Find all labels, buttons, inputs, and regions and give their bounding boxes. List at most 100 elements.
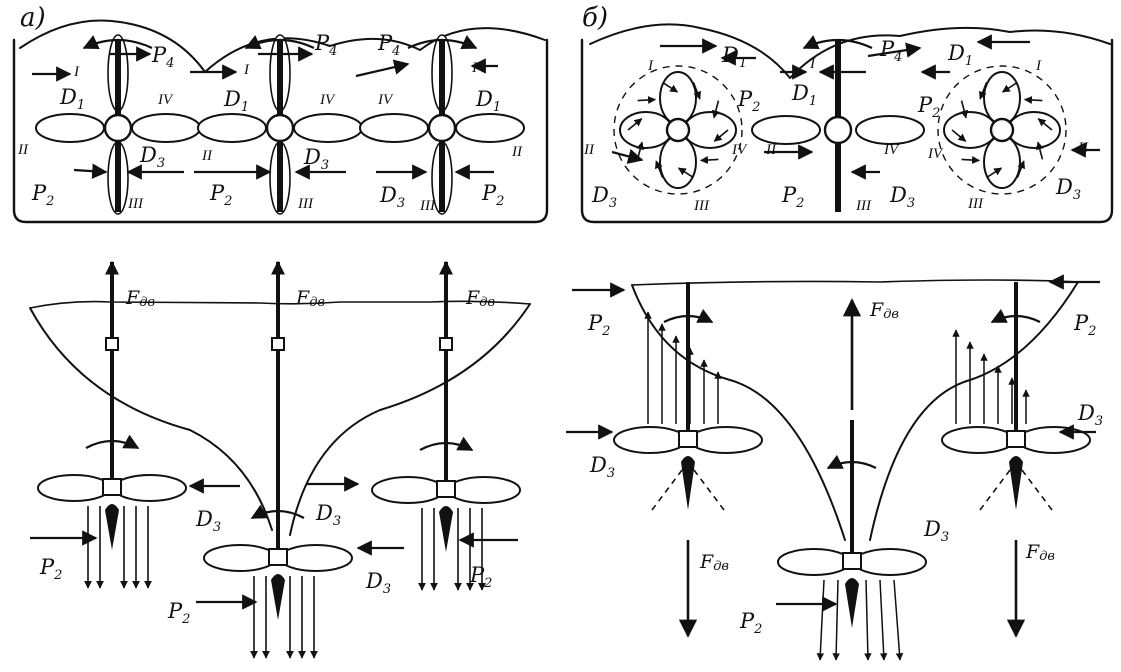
rotation-arrow-icon <box>826 454 877 469</box>
p4-label-3: P4 <box>377 31 400 59</box>
force-label-b1: Fдв <box>699 551 729 574</box>
jet-icon <box>1009 456 1023 510</box>
d3-label-b3: D3 <box>1055 175 1081 203</box>
zone-III-label: III <box>127 196 144 212</box>
zone-III-label-2: III <box>297 196 314 212</box>
panel-label-b: б) <box>582 3 608 33</box>
arrow-icon <box>951 129 967 142</box>
force-label-b2: Fдв <box>869 299 899 322</box>
force-label-b3: Fдв <box>1025 541 1055 564</box>
p2-label-b2: P2 <box>781 183 804 211</box>
labels-bottom-b: P2 D3 Fдв Fдв P2 D3 Fдв P2 D3 <box>587 299 1103 637</box>
propeller-blade <box>613 426 687 454</box>
propeller-hub <box>436 480 456 498</box>
p2-label-b: P2 <box>737 87 760 115</box>
d3-label-bb3: D3 <box>1077 401 1103 429</box>
propeller-blade <box>659 71 697 125</box>
p2-label-ba2: P2 <box>167 599 190 627</box>
arrow-icon <box>961 156 981 164</box>
jet-icon <box>105 504 119 550</box>
zone-I-label-2: I <box>243 62 250 78</box>
arrow-icon <box>1035 141 1044 160</box>
labels-top-b: I D1 P2 II IV D3 III I P4 D1 II IV P2 II… <box>583 37 1089 214</box>
d1-label: D1 <box>59 85 85 113</box>
force-label-2: Fдв <box>295 287 325 310</box>
zone-III-label-b: III <box>693 198 710 214</box>
zone-IV-label-b3: IV <box>927 146 944 162</box>
rotation-arrow-icon <box>419 436 474 451</box>
zone-IV-label-b2: IV <box>883 142 900 158</box>
arrow-icon <box>978 82 988 100</box>
rotation-arrow-icon <box>85 434 140 449</box>
arrow-icon <box>832 579 840 661</box>
vortex-a <box>29 300 531 536</box>
vortex-b <box>631 279 1081 541</box>
d3-label-ba1: D3 <box>195 507 221 535</box>
propeller-blade <box>455 113 525 143</box>
zone-I-label-b3: I <box>1035 58 1042 74</box>
d1-label-b2: D1 <box>791 81 817 109</box>
arrow-icon <box>711 100 720 119</box>
zone-II-label-3: II <box>511 144 523 160</box>
arrow-icon <box>1023 96 1043 104</box>
zone-III-label-3: III <box>419 198 436 214</box>
zone-IV-label-2: IV <box>319 92 336 108</box>
arrow-icon <box>960 100 969 119</box>
zone-I-label-3: I <box>471 60 478 76</box>
propeller-blade <box>279 544 353 572</box>
d1-label-b3: D1 <box>947 41 973 69</box>
jet-icon <box>681 456 695 510</box>
propeller-hub <box>842 552 862 570</box>
zone-I-label: I <box>73 64 80 80</box>
p2-label: P2 <box>31 181 54 209</box>
p2-label-2: P2 <box>209 181 232 209</box>
arrow-icon <box>986 167 1003 179</box>
propeller-blade <box>371 476 445 504</box>
rotation-arrow-icon <box>802 35 873 50</box>
d3-label-ba2: D3 <box>315 501 341 529</box>
propeller-icon <box>943 71 1061 189</box>
rotation-arrow-icon <box>82 35 153 50</box>
p2-label-b3: P2 <box>917 93 940 121</box>
propeller-hub <box>989 117 1015 143</box>
arrow-icon <box>73 163 108 179</box>
propeller-blade <box>777 548 851 576</box>
arrow-icon <box>677 167 694 179</box>
propeller-blade <box>943 111 997 149</box>
force-label-3: Fдв <box>465 287 495 310</box>
zone-III-label-b3: III <box>967 196 984 212</box>
zone-IV-label: IV <box>157 92 174 108</box>
d3-label-bb1: D3 <box>589 453 615 481</box>
arrow-icon <box>1001 81 1018 93</box>
jet-icon <box>845 578 859 628</box>
d3-label-2: D3 <box>303 145 329 173</box>
arrow-icon <box>692 82 702 100</box>
d3-label-ba3: D3 <box>365 569 391 597</box>
propeller-hub <box>678 430 698 448</box>
arrow-icon <box>713 129 729 142</box>
d3-label-b: D3 <box>591 183 617 211</box>
propeller-blade <box>447 476 521 504</box>
propeller-hub <box>665 117 691 143</box>
dashed-flow <box>693 469 725 511</box>
labels-bottom-a: Fдв Fдв Fдв D3 D3 D3 P2 P2 P2 <box>39 287 495 627</box>
propeller-hub <box>268 548 288 566</box>
propeller-blade <box>983 135 1021 189</box>
arrow-icon <box>699 156 719 164</box>
zone-III-label-b2: III <box>855 198 872 214</box>
force-label-1: Fдв <box>125 287 155 310</box>
zone-I-label-b: I <box>647 58 654 74</box>
propeller-blade <box>941 426 1015 454</box>
p4-label: P4 <box>151 43 174 71</box>
propeller-blade <box>35 113 105 143</box>
arrow-icon <box>355 59 410 78</box>
d3-label-bb2: D3 <box>923 517 949 545</box>
p4-label-2: P4 <box>314 31 337 59</box>
propeller-blade <box>659 135 697 189</box>
d1-label-3: D1 <box>475 87 501 115</box>
p2-label-ba1: P2 <box>39 555 62 583</box>
p4-label-b2: P4 <box>879 37 902 65</box>
dashed-flow <box>979 469 1011 511</box>
dashed-flow <box>651 469 683 511</box>
d1-label-2: D1 <box>223 87 249 115</box>
